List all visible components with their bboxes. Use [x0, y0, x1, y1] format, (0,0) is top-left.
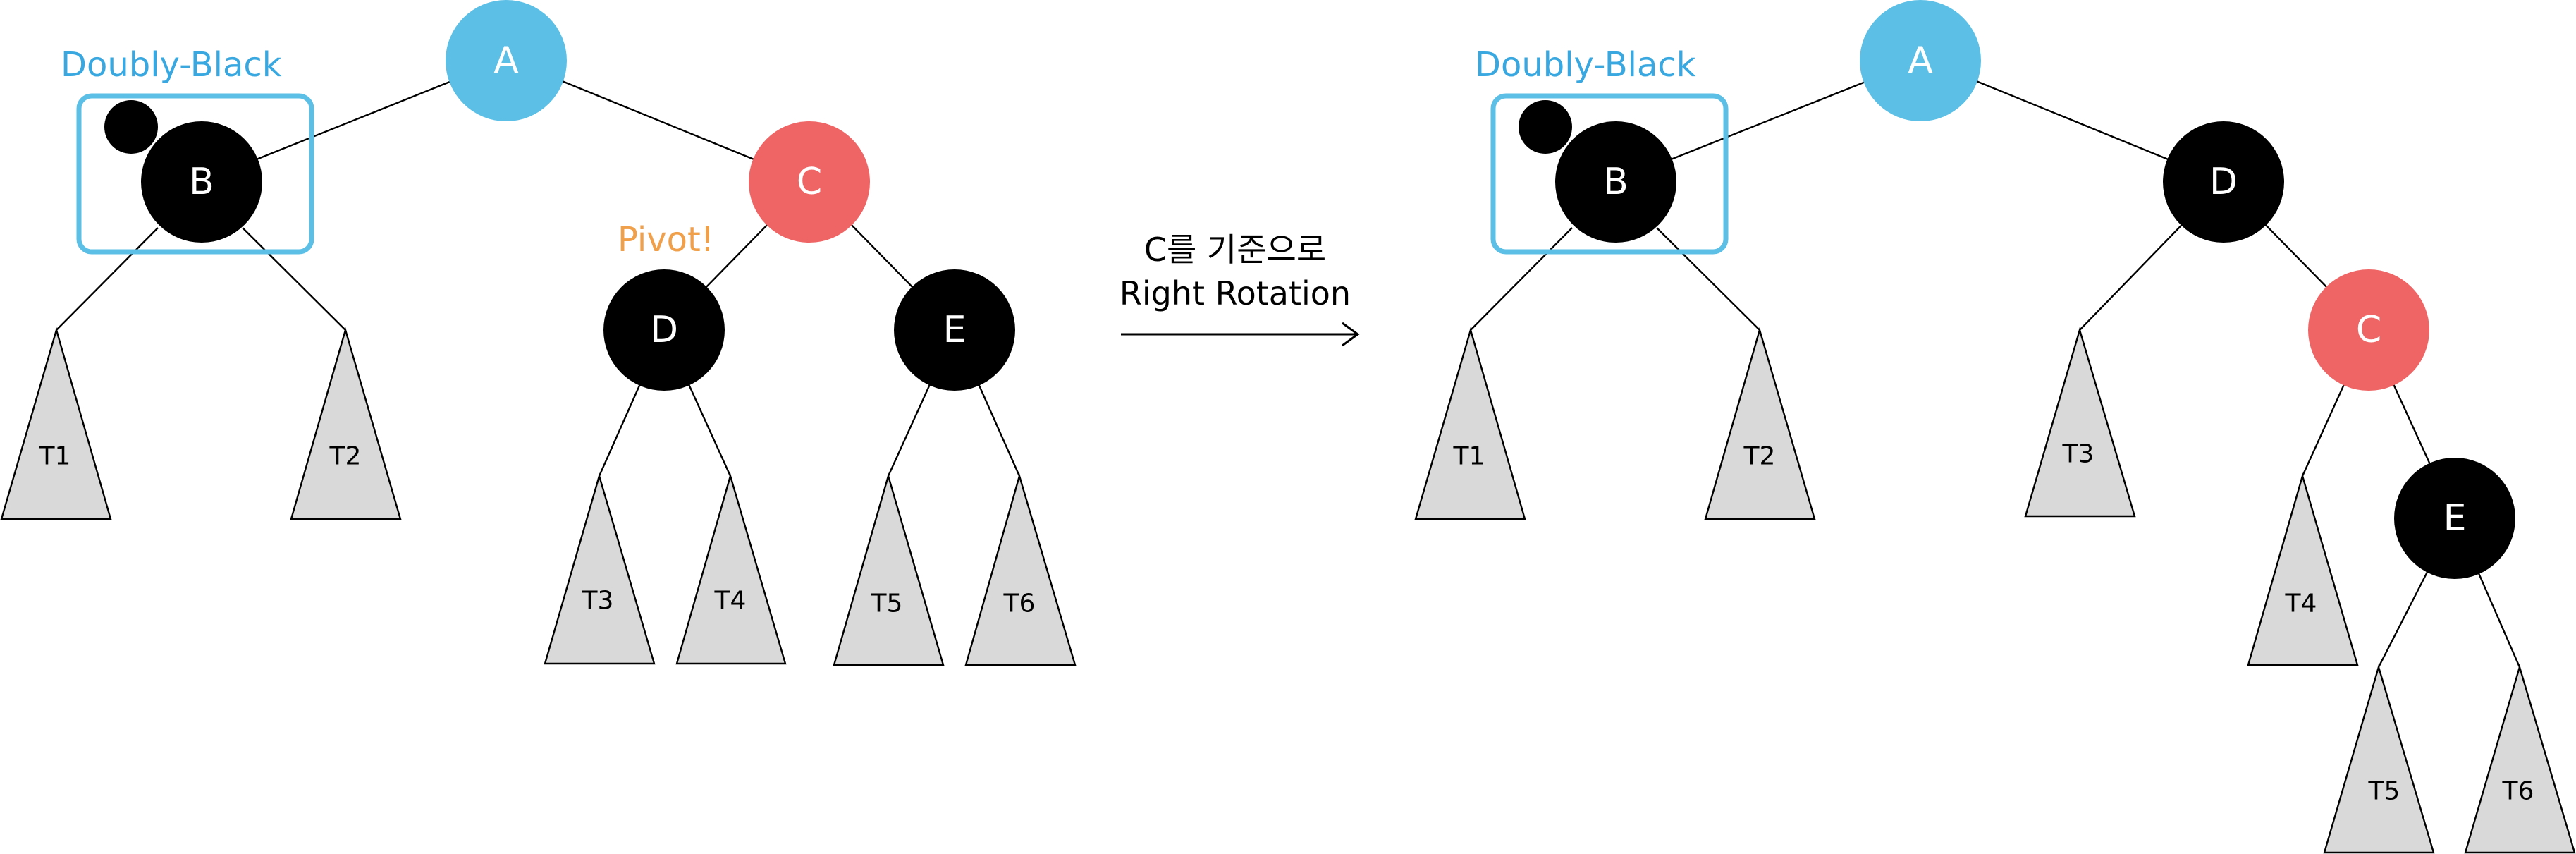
node-b-label: B [1603, 161, 1629, 203]
subtree-label: T2 [329, 442, 362, 471]
doubly-black-label: Doubly-Black [1475, 45, 1696, 85]
node-e-label: E [2443, 497, 2467, 539]
doubly-black-box [76, 93, 314, 255]
node-c: C [2308, 269, 2429, 391]
subtree-t1: T1 [0, 327, 112, 520]
node-a: A [446, 0, 567, 121]
extra-black-token [1519, 100, 1572, 154]
subtree-t5: T5 [2323, 664, 2435, 854]
subtree-label: T1 [39, 442, 71, 471]
edge-b-t2 [242, 227, 346, 331]
node-a: A [1860, 0, 1981, 121]
node-d-label: D [2209, 161, 2238, 203]
subtree-label: T2 [1743, 442, 1776, 471]
extra-black-token [104, 100, 158, 154]
subtree-label: T1 [1453, 442, 1485, 471]
node-c-label: C [2356, 309, 2381, 351]
node-e-label: E [943, 309, 967, 351]
doubly-black-box [1490, 93, 1729, 255]
subtree-t4: T4 [2247, 472, 2359, 666]
tree-before: T1 T2 T3 T4 T5 T6 A C [0, 0, 1077, 666]
subtree-t2: T2 [1704, 327, 1816, 520]
node-c-label: C [797, 161, 822, 203]
subtree-t2: T2 [290, 327, 402, 520]
subtree-label: T4 [2285, 590, 2317, 618]
edge-b-t1 [56, 227, 159, 331]
rotation-step: C를 기준으로 Right Rotation [1120, 231, 1360, 347]
node-d: D [603, 269, 725, 391]
step-line-1: C를 기준으로 [1144, 231, 1326, 269]
subtree-t6: T6 [2464, 664, 2576, 854]
subtree-t1: T1 [1414, 327, 1526, 520]
tree-after: T1 T2 T3 T4 T5 T6 A D [1414, 0, 2576, 854]
subtree-label: T6 [1003, 590, 1036, 618]
edge-b-t2 [1656, 227, 1760, 331]
node-e: E [2394, 458, 2515, 579]
node-d-label: D [650, 309, 678, 351]
pivot-label: Pivot! [618, 220, 714, 260]
subtree-label: T3 [582, 587, 614, 616]
node-a-label: A [493, 39, 519, 82]
subtree-t3: T3 [2024, 327, 2136, 518]
subtree-label: T3 [2062, 440, 2094, 469]
subtree-label: T4 [714, 587, 747, 616]
subtree-label: T6 [2502, 777, 2534, 806]
node-c: C [749, 121, 870, 243]
node-a-label: A [1908, 39, 1933, 82]
subtree-t3: T3 [544, 472, 656, 665]
arrow-head-icon [1342, 322, 1360, 347]
subtree-t4: T4 [675, 472, 787, 665]
doubly-black-label: Doubly-Black [61, 45, 282, 85]
node-b: B [1555, 121, 1676, 243]
step-line-2: Right Rotation [1120, 274, 1351, 312]
node-b-label: B [189, 161, 214, 203]
subtree-label: T5 [871, 590, 903, 618]
subtree-t5: T5 [833, 472, 945, 666]
node-b: B [141, 121, 262, 243]
edge-b-t1 [1470, 227, 1573, 331]
subtree-t6: T6 [964, 472, 1077, 666]
node-d: D [2163, 121, 2284, 243]
subtree-label: T5 [2368, 777, 2400, 806]
node-e: E [894, 269, 1015, 391]
